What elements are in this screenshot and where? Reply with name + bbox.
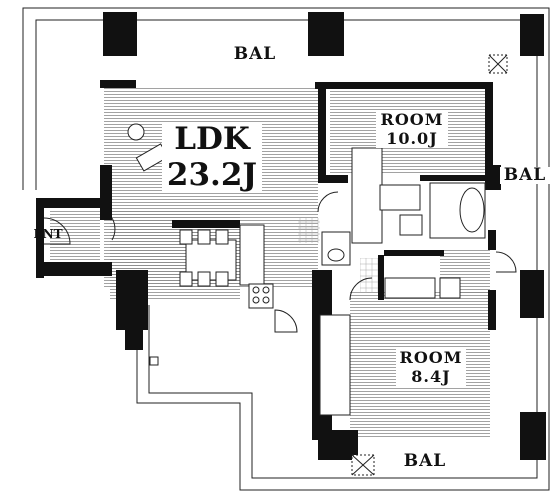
room2-label: ROOM 8.4J [396, 348, 466, 387]
balcony-label-top: BAL [228, 46, 282, 63]
room1-label: ROOM 10.0J [376, 110, 448, 149]
room2-size: 8.4J [411, 367, 451, 387]
room1-size: 10.0J [386, 129, 438, 149]
room2-name: ROOM [399, 348, 463, 367]
ldk-size: 23.2J [166, 156, 258, 193]
door-swings [43, 191, 517, 333]
walls [36, 12, 546, 460]
ac-unit-marks [149, 54, 508, 476]
ldk-name: LDK [174, 121, 250, 157]
room1-name: ROOM [380, 110, 444, 129]
sofa [127, 123, 169, 172]
balcony-label-right: BAL [500, 167, 550, 184]
dining-chairs [179, 229, 229, 287]
wet-area-tiles [298, 218, 380, 293]
balcony-label-bottom: BAL [399, 453, 451, 470]
ldk-room-label: LDK 23.2J [162, 121, 262, 194]
entrance-label: ENT [33, 227, 63, 241]
interior-fixtures [185, 147, 486, 416]
